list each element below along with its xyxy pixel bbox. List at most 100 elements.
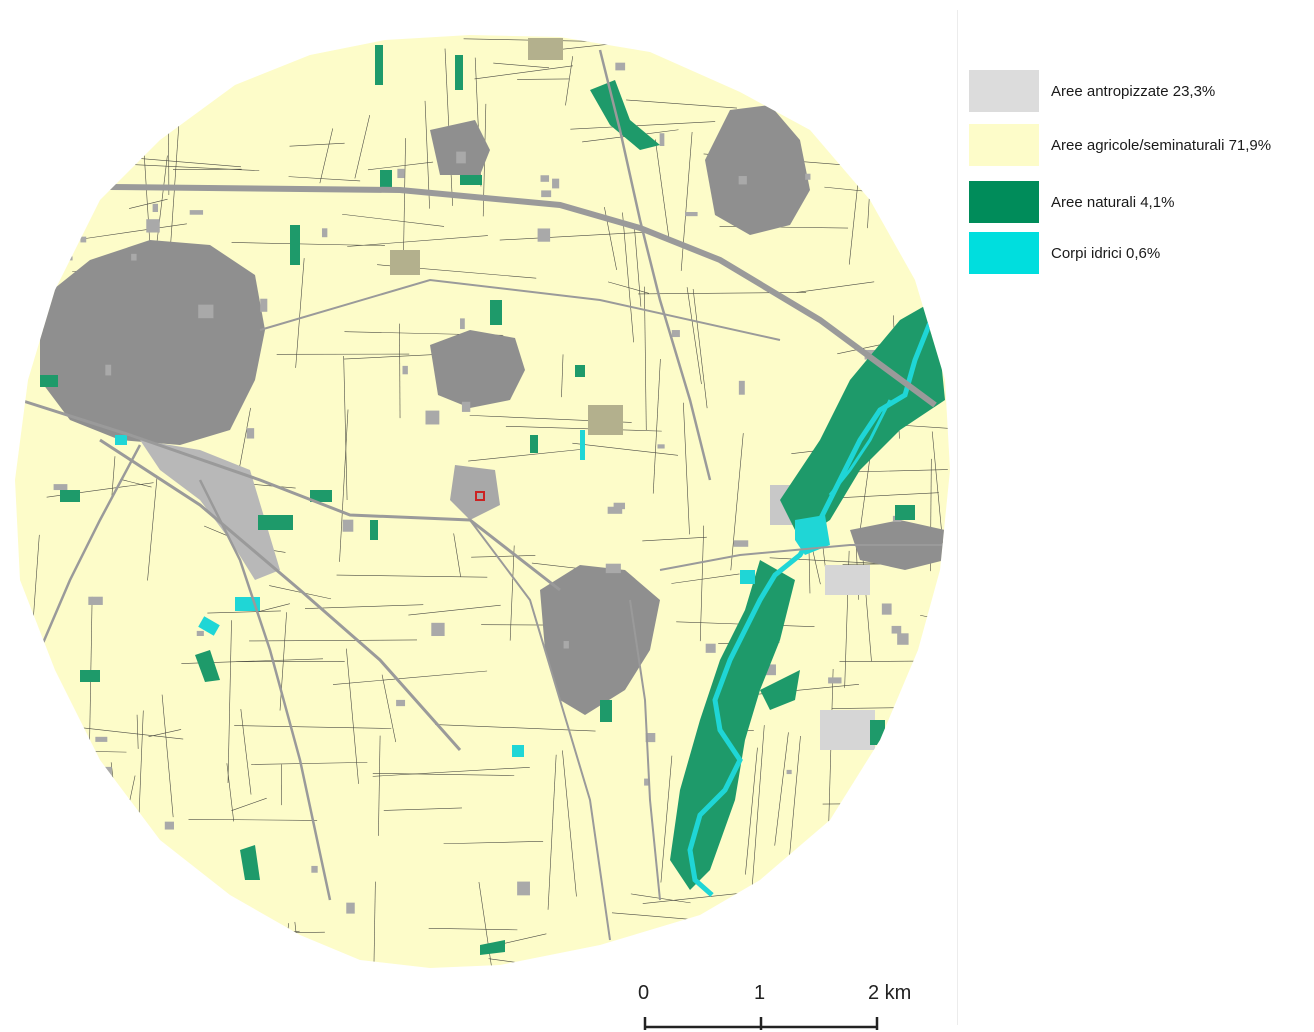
field-boundary-line bbox=[102, 74, 229, 80]
field-boundary-line bbox=[468, 448, 585, 462]
olive-parcel bbox=[528, 38, 563, 60]
field-boundary-line bbox=[796, 281, 875, 293]
field-boundary-line bbox=[879, 743, 950, 748]
field-boundary-line bbox=[153, 930, 300, 945]
legend-item-agricultural: Aree agricole/seminaturali 71,9% bbox=[969, 124, 1271, 166]
field-boundary-line bbox=[607, 281, 649, 294]
field-boundary-line bbox=[622, 35, 678, 38]
field-boundary-line bbox=[269, 585, 332, 600]
natural-patch bbox=[258, 515, 293, 530]
building-block bbox=[103, 766, 112, 778]
field-boundary-line bbox=[147, 478, 158, 581]
field-boundary-line bbox=[33, 151, 135, 161]
legend-item-urban: Aree antropizzate 23,3% bbox=[969, 70, 1215, 112]
building-block bbox=[615, 62, 626, 71]
field-boundary-line bbox=[902, 780, 910, 843]
field-boundary-line bbox=[866, 184, 950, 188]
natural-patch bbox=[370, 520, 378, 540]
field-boundary-line bbox=[660, 755, 673, 883]
field-boundary-line bbox=[905, 128, 950, 144]
field-boundary-line bbox=[622, 212, 634, 343]
building-block bbox=[105, 364, 112, 376]
urban-area-southeast-industrial bbox=[820, 710, 875, 750]
legend-swatch-water bbox=[969, 232, 1039, 274]
field-boundary-line bbox=[570, 121, 716, 130]
field-boundary-line bbox=[931, 431, 943, 543]
field-boundary-line bbox=[686, 287, 702, 385]
pond bbox=[512, 745, 524, 757]
field-boundary-line bbox=[372, 766, 530, 777]
field-boundary-line bbox=[207, 610, 281, 614]
scale-label-0: 0 bbox=[638, 982, 650, 1004]
field-boundary-line bbox=[295, 258, 305, 368]
building-block bbox=[88, 596, 103, 605]
building-block bbox=[685, 211, 698, 217]
field-boundary-line bbox=[281, 25, 412, 30]
field-boundary-line bbox=[372, 773, 515, 776]
field-boundary-line bbox=[231, 797, 267, 812]
building-block bbox=[705, 643, 716, 653]
field-boundary-line bbox=[282, 923, 290, 967]
building-block bbox=[311, 865, 318, 873]
building-block bbox=[738, 380, 745, 395]
building-block bbox=[671, 330, 680, 338]
main-road bbox=[629, 599, 661, 901]
field-boundary-line bbox=[652, 359, 661, 494]
field-boundary-line bbox=[161, 694, 174, 818]
main-road bbox=[19, 398, 561, 592]
building-block bbox=[541, 190, 552, 198]
water-bodies bbox=[115, 309, 938, 897]
field-boundary-line bbox=[692, 288, 708, 409]
field-boundary-line bbox=[48, 58, 57, 124]
field-boundary-line bbox=[671, 573, 740, 584]
building-block bbox=[828, 677, 842, 684]
field-boundary-line bbox=[509, 545, 515, 641]
natural-patch bbox=[490, 300, 502, 325]
building-block bbox=[42, 86, 52, 99]
scale-label-1: 1 bbox=[754, 982, 766, 1004]
field-boundary-line bbox=[168, 35, 172, 73]
field-boundary-line bbox=[319, 128, 334, 184]
building-block bbox=[80, 236, 87, 243]
legend-swatch-agricultural bbox=[969, 124, 1039, 166]
field-boundary-line bbox=[774, 732, 789, 846]
olive-parcels bbox=[390, 38, 623, 435]
field-boundary-line bbox=[428, 928, 518, 931]
building-block bbox=[644, 778, 650, 786]
building-block bbox=[53, 484, 68, 491]
urban-area-west-town bbox=[40, 240, 265, 445]
natural-patch bbox=[760, 670, 800, 710]
scale-label-2: 2 km bbox=[868, 982, 912, 1004]
building-block bbox=[613, 502, 626, 510]
natural-patch bbox=[600, 700, 612, 722]
main-road bbox=[259, 278, 781, 341]
field-boundary-line bbox=[822, 802, 950, 805]
urban-area-north-village bbox=[430, 120, 490, 175]
building-block bbox=[540, 175, 550, 182]
field-boundary-line bbox=[699, 525, 705, 642]
field-boundary-line bbox=[111, 456, 116, 496]
field-boundary-line bbox=[116, 44, 254, 53]
natural-northern-strip bbox=[590, 80, 660, 150]
field-boundary-line bbox=[372, 881, 376, 968]
legend-label-natural: Aree naturali 4,1% bbox=[1051, 193, 1175, 211]
field-boundary-line bbox=[565, 56, 574, 106]
natural-areas bbox=[40, 45, 945, 955]
field-boundary-line bbox=[887, 103, 930, 115]
field-boundary-line bbox=[867, 61, 878, 229]
field-boundary-line bbox=[136, 714, 139, 749]
field-boundary-line bbox=[501, 933, 547, 945]
field-boundary-line bbox=[633, 225, 642, 307]
urban-area-northeast-town bbox=[705, 105, 810, 235]
natural-patch bbox=[895, 505, 915, 520]
building-block bbox=[552, 178, 560, 189]
field-boundary-line bbox=[408, 604, 501, 616]
natural-patch bbox=[375, 45, 383, 85]
building-block bbox=[605, 563, 621, 574]
building-block bbox=[402, 365, 408, 375]
building-block bbox=[152, 203, 159, 213]
building-block bbox=[396, 699, 406, 707]
legend-item-natural: Aree naturali 4,1% bbox=[969, 181, 1174, 223]
field-boundary-line bbox=[572, 442, 678, 456]
building-block bbox=[805, 173, 811, 180]
